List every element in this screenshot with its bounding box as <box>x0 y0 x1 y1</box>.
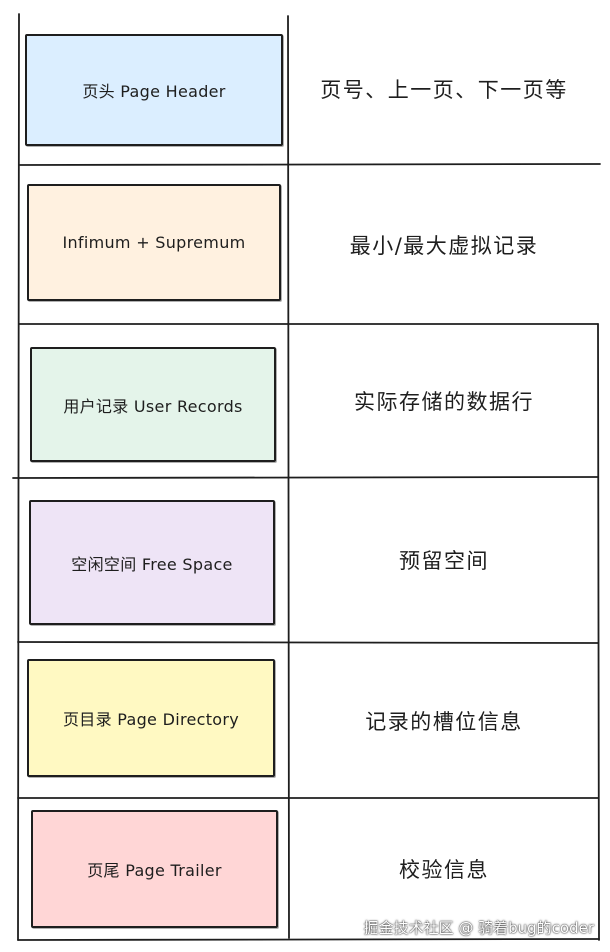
table-right-border <box>597 323 600 941</box>
row-divider <box>17 641 599 644</box>
section-label: Infimum + Supremum <box>62 233 246 252</box>
row-divider <box>19 163 601 166</box>
section-description: 页号、上一页、下一页等 <box>320 78 568 102</box>
section-box-page-trailer: 页尾 Page Trailer <box>31 810 278 928</box>
section-box-free-space: 空闲空间 Free Space <box>29 500 275 625</box>
section-box-infimum-supremum: Infimum + Supremum <box>27 184 281 301</box>
section-label: 用户记录 User Records <box>63 396 243 416</box>
section-box-user-records: 用户记录 User Records <box>30 347 276 462</box>
section-description: 校验信息 <box>399 857 489 882</box>
section-label: 页尾 Page Trailer <box>87 861 222 880</box>
table-bottom-border <box>17 938 600 941</box>
watermark: 掘金技术社区 @ 骑着bug的coder <box>363 919 594 937</box>
row-divider <box>12 476 599 479</box>
section-label: 页目录 Page Directory <box>62 710 240 729</box>
section-description: 记录的槽位信息 <box>365 709 523 734</box>
section-description: 最小/最大虚拟记录 <box>349 234 539 258</box>
section-box-page-directory: 页目录 Page Directory <box>27 659 275 777</box>
section-label: 空闲空间 Free Space <box>71 554 233 574</box>
table-left-border <box>17 13 20 941</box>
section-label: 页头 Page Header <box>82 82 226 101</box>
section-description: 实际存储的数据行 <box>354 389 534 414</box>
section-box-page-header: 页头 Page Header <box>25 34 283 146</box>
section-description: 预留空间 <box>399 549 489 573</box>
